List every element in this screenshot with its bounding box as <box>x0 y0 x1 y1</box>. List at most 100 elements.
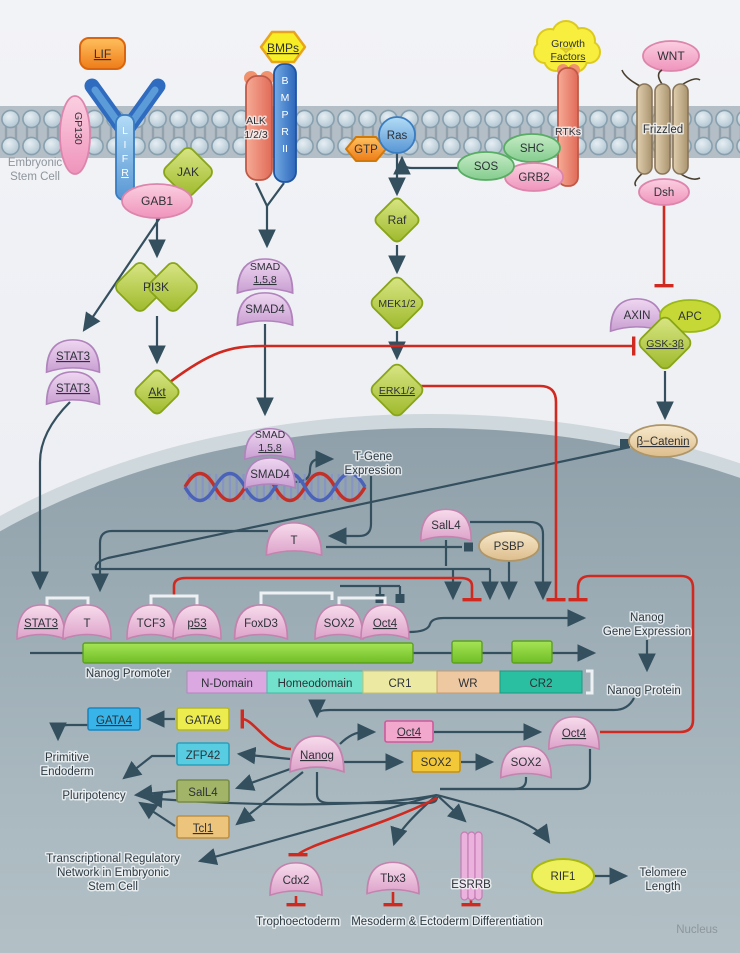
trn-label: Transcriptional Regulatory Network in Em… <box>45 852 182 895</box>
lif-label: LIF <box>94 47 111 61</box>
svg-text:STAT3: STAT3 <box>24 618 58 630</box>
erk-node: ERK1/2 <box>370 363 424 417</box>
svg-text:ALK: ALK <box>246 115 266 127</box>
svg-text:GAB1: GAB1 <box>141 194 173 208</box>
svg-text:Nanog: Nanog <box>630 612 664 624</box>
svg-text:Network in Embryonic: Network in Embryonic <box>57 867 169 879</box>
bmprii-receptor <box>273 63 297 183</box>
gp130-receptor <box>59 95 91 175</box>
psbp-node <box>478 530 540 562</box>
telomere-label: Telomere Length <box>638 866 688 895</box>
svg-text:WNT: WNT <box>657 49 685 63</box>
mapk-cascade: Raf MEK1/2 ERK1/2 <box>370 197 424 417</box>
sall4-box <box>176 779 230 803</box>
svg-text:CR1: CR1 <box>388 678 411 690</box>
svg-text:Primitive: Primitive <box>45 752 89 764</box>
lif-receptor-complex: LIF GP130 L I F R <box>59 37 166 201</box>
promoter-factors: STAT3 T TCF3 p53 FoxD3 SOX2 Oct4 <box>16 604 410 640</box>
svg-text:p53: p53 <box>187 618 206 630</box>
svg-text:GATA4: GATA4 <box>96 715 133 727</box>
svg-text:M: M <box>281 92 290 104</box>
svg-text:Telomere: Telomere <box>639 867 686 879</box>
rtk-complex: Growth Factors RTKs SHC GRB2 SOS GTP Ras <box>345 20 601 192</box>
pi3k-node: PI3K <box>115 262 198 312</box>
svg-text:T-Gene: T-Gene <box>354 451 392 463</box>
svg-text:N-Domain: N-Domain <box>201 678 253 690</box>
promoter-complex: STAT3 T TCF3 p53 FoxD3 SOX2 Oct4 Nanog P… <box>16 591 693 699</box>
stat3-pair: STAT3 STAT3 <box>45 338 101 406</box>
svg-text:WR: WR <box>458 678 477 690</box>
tgene-expression-label: T-Gene Expression <box>343 450 403 479</box>
svg-text:ESRRB: ESRRB <box>451 879 491 891</box>
svg-text:STAT3: STAT3 <box>56 383 90 395</box>
nuclear-smad: SMAD 1,5,8 SMAD4 T-Gene Expression T Sal… <box>243 427 540 562</box>
inhibition-lines <box>169 205 695 907</box>
gata6-box <box>176 707 230 731</box>
svg-text:Transcriptional Regulatory: Transcriptional Regulatory <box>46 853 180 865</box>
svg-text:PI3K: PI3K <box>143 280 169 294</box>
svg-text:Tcl1: Tcl1 <box>193 823 213 835</box>
rtks-receptor <box>557 67 579 187</box>
svg-text:GTP: GTP <box>354 144 378 156</box>
ras-node: Ras <box>378 116 416 154</box>
nanog-gene-expression-label: Nanog Gene Expression <box>601 611 692 640</box>
svg-text:ERK1/2: ERK1/2 <box>379 385 415 397</box>
svg-text:T: T <box>83 618 90 630</box>
svg-text:Embryonic: Embryonic <box>8 157 63 169</box>
rtks-label: RTKs <box>555 126 581 138</box>
raf-node: Raf <box>374 197 420 243</box>
svg-text:Factors: Factors <box>550 51 585 63</box>
svg-text:SHC: SHC <box>520 143 544 155</box>
svg-text:TCF3: TCF3 <box>137 618 166 630</box>
smad-cascade: SMAD 1,5,8 SMAD4 <box>236 258 294 327</box>
svg-text:FoxD3: FoxD3 <box>244 618 278 630</box>
svg-text:Oct4: Oct4 <box>397 727 422 739</box>
shc-node <box>503 133 561 163</box>
rif1-node: RIF1 <box>531 858 595 894</box>
wnt-destruction-complex: AXIN APC GSK-3β β−Catenin <box>609 297 721 458</box>
akt-node: Akt <box>134 369 180 415</box>
svg-text:SOX2: SOX2 <box>511 757 542 769</box>
primitive-endoderm-label: Primitive Endoderm <box>39 751 95 780</box>
svg-text:Length: Length <box>645 881 680 893</box>
svg-text:GRB2: GRB2 <box>518 172 549 184</box>
esrrb-node: ESRRB <box>450 831 493 901</box>
alk-label: ALK 1/2/3 <box>243 114 270 143</box>
svg-text:STAT3: STAT3 <box>56 351 90 363</box>
svg-text:F: F <box>122 153 128 165</box>
sos-node <box>457 151 515 181</box>
svg-text:Akt: Akt <box>148 385 166 399</box>
svg-text:JAK: JAK <box>177 165 199 179</box>
svg-text:Tbx3: Tbx3 <box>380 873 406 885</box>
svg-text:SMAD: SMAD <box>250 261 281 273</box>
gata4-box <box>87 707 141 731</box>
bmps-ligand: BMPs <box>259 30 307 64</box>
bmps-label: BMPs <box>267 41 299 55</box>
svg-text:B: B <box>281 75 288 87</box>
svg-text:Ras: Ras <box>387 130 408 142</box>
svg-text:SalL4: SalL4 <box>188 787 218 799</box>
svg-text:SMAD4: SMAD4 <box>250 469 290 481</box>
svg-text:1,5,8: 1,5,8 <box>258 442 282 454</box>
svg-text:CR2: CR2 <box>529 678 552 690</box>
svg-text:SOX2: SOX2 <box>324 618 355 630</box>
svg-text:SMAD: SMAD <box>255 429 286 441</box>
gab1-node <box>121 183 193 219</box>
svg-text:R: R <box>121 167 129 179</box>
lif-ligand <box>79 37 126 70</box>
connector-lines <box>30 153 674 885</box>
sox2-gene-box <box>411 750 461 773</box>
svg-text:Endoderm: Endoderm <box>40 766 93 778</box>
outer-labels: Embryonic Stem Cell Nucleus <box>8 157 718 936</box>
jak-branch: JAK GAB1 PI3K Akt STAT3 STAT3 <box>45 147 213 415</box>
alk-receptor <box>245 75 273 181</box>
svg-text:Cdx2: Cdx2 <box>283 875 310 887</box>
mesoderm-label: Mesoderm & Ectoderm Differentiation <box>351 916 543 928</box>
svg-text:P: P <box>281 109 288 121</box>
svg-text:Stem Cell: Stem Cell <box>10 171 60 183</box>
svg-text:1,5,8: 1,5,8 <box>253 274 277 286</box>
svg-text:II: II <box>282 143 288 155</box>
svg-text:Raf: Raf <box>388 213 407 227</box>
